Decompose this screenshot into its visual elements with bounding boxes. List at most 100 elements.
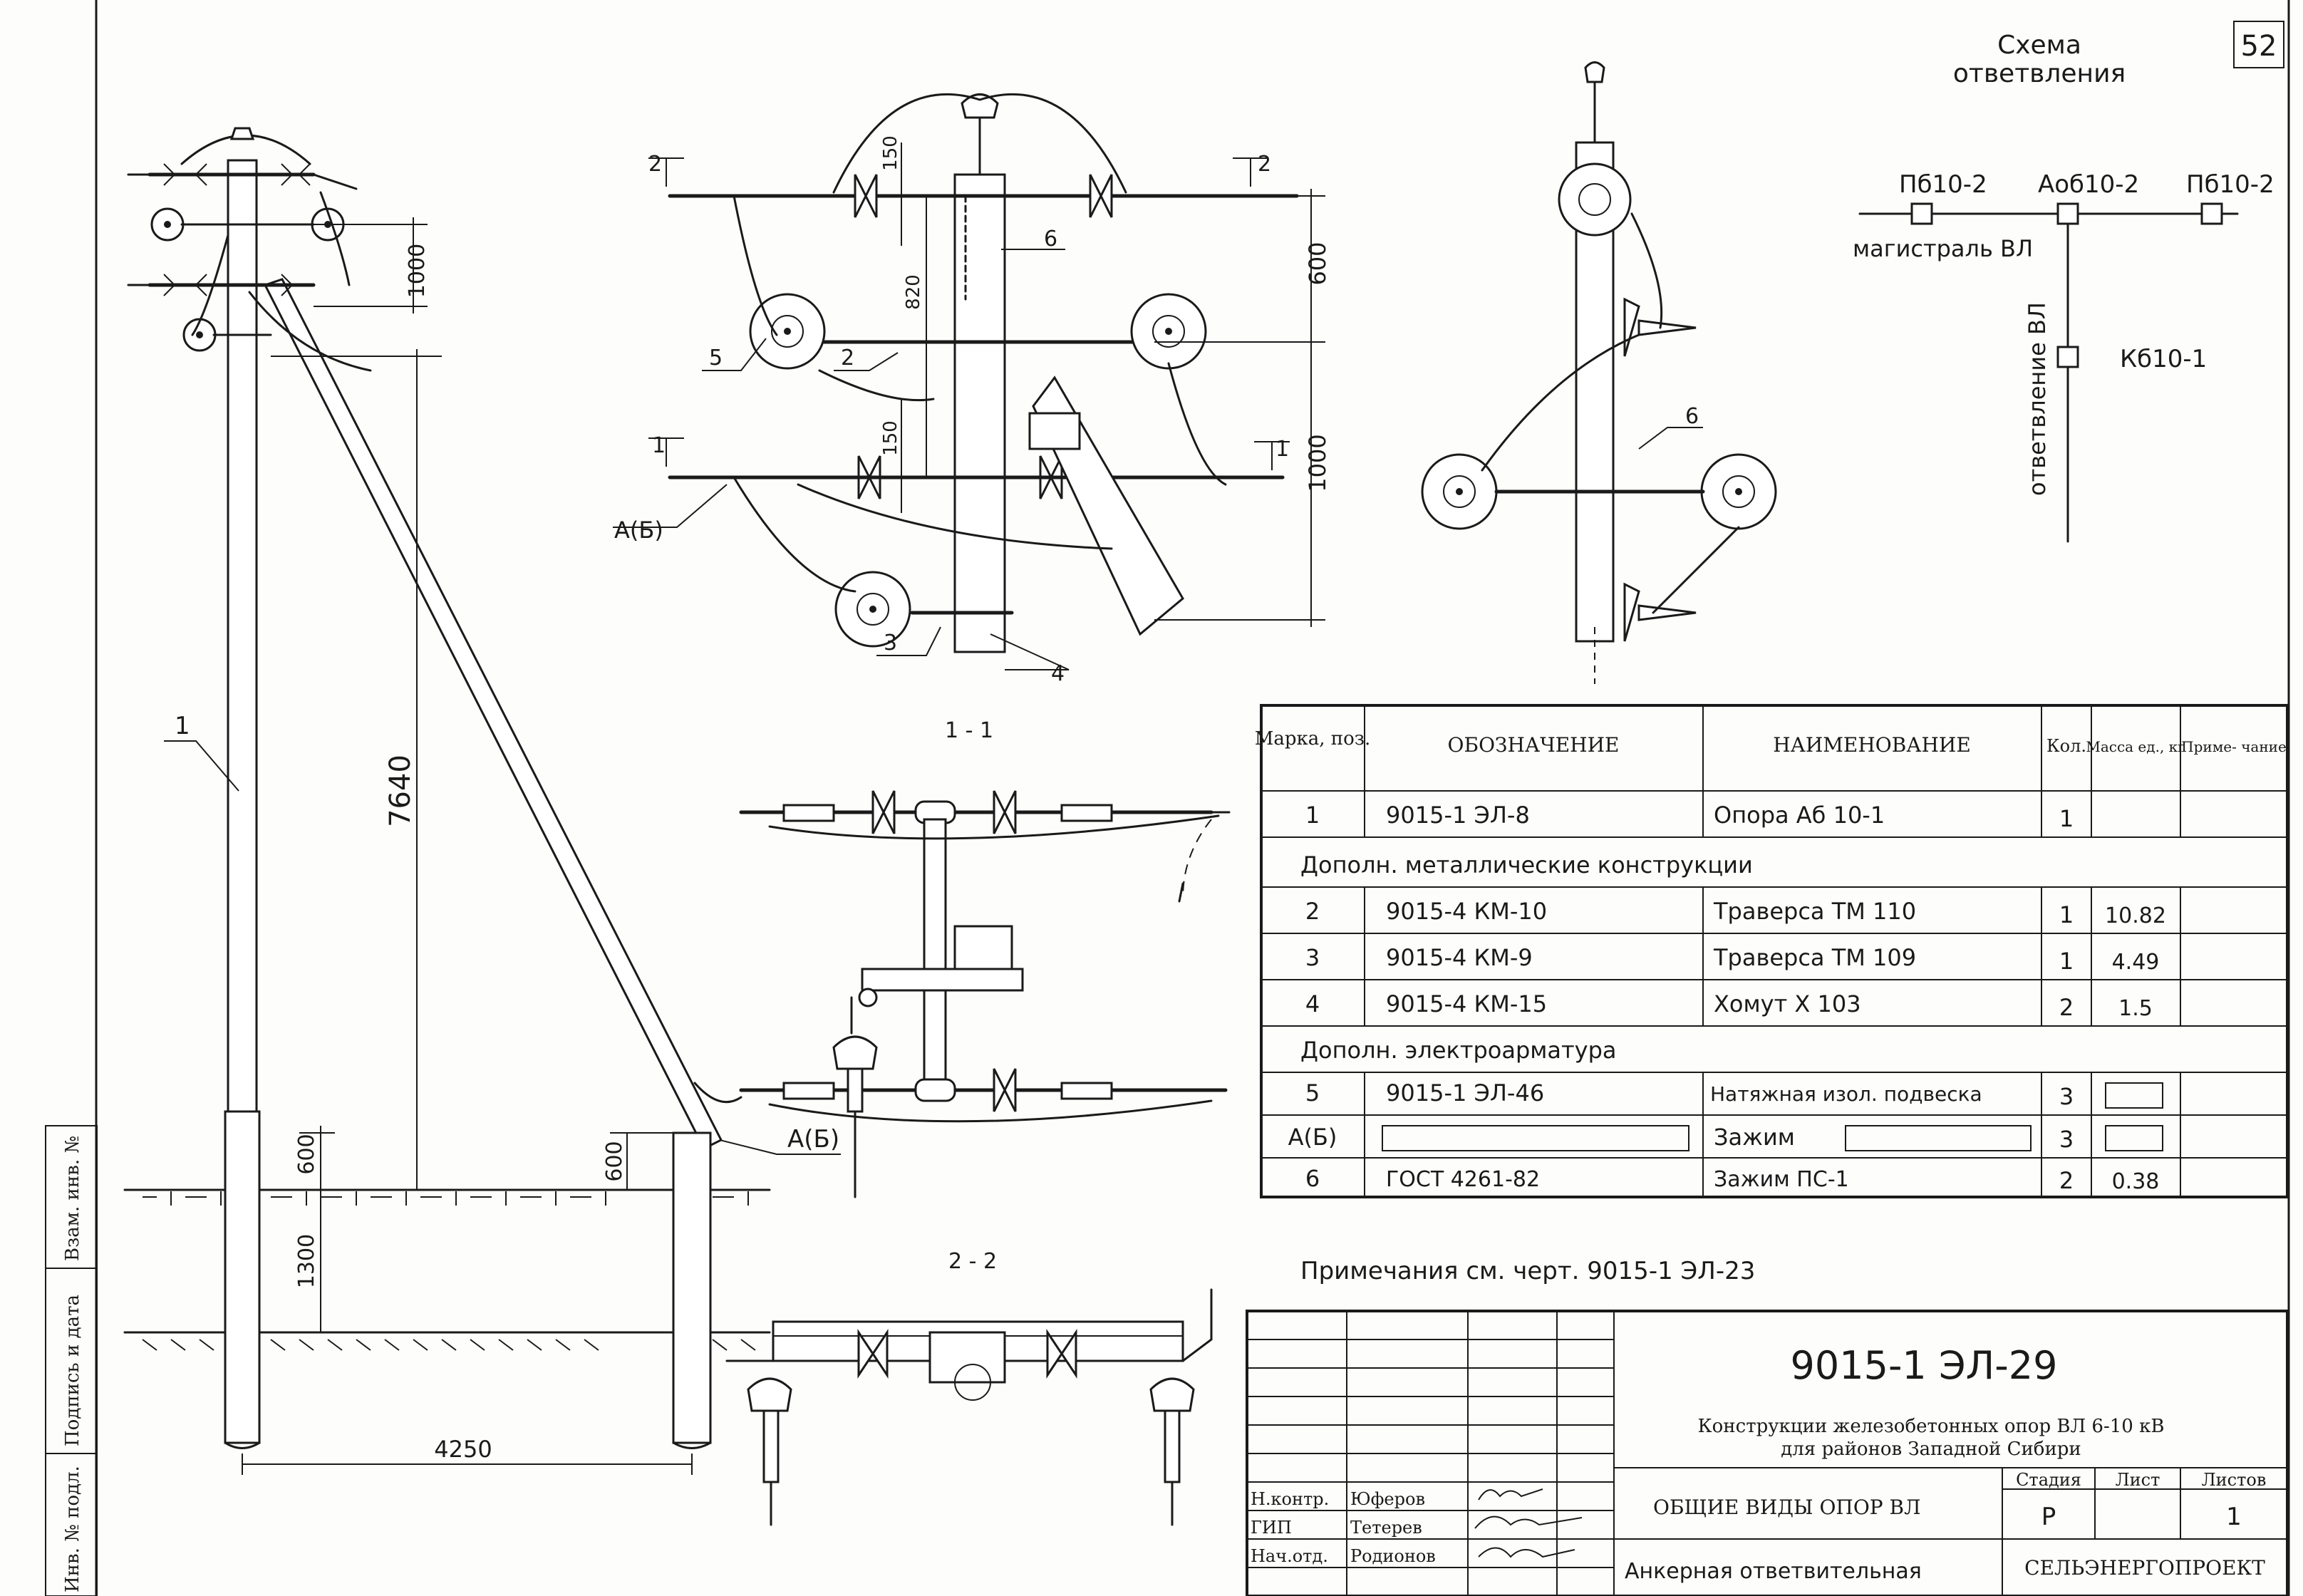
table-row-1-mark: 1: [1305, 802, 1320, 829]
table-header-mass: Масса ед., кг: [2086, 738, 2185, 755]
table-row-6-qty: 2: [2059, 1167, 2074, 1194]
title-name-2: Тетерев: [1350, 1518, 1422, 1538]
title-line-2: для районов Западной Сибири: [1781, 1439, 2081, 1460]
left-binding-strip: [45, 1125, 98, 1596]
table-row-5-designation: 9015-1 ЭЛ-46: [1386, 1079, 1544, 1107]
section-1-1-view: [739, 790, 1231, 1198]
title-drawing-name-2: Анкерная ответвительная: [1625, 1559, 1922, 1584]
table-row-6-designation: ГОСТ 4261-82: [1386, 1167, 1540, 1192]
table-header-note: Приме- чание: [2181, 738, 2287, 755]
detail-pos-4: 4: [1051, 661, 1065, 686]
scheme: Схема ответвления: [1858, 31, 2239, 543]
scheme-title-2: ответвления: [1953, 59, 2126, 88]
scheme-branch-support: Кб10-1: [2120, 345, 2207, 373]
table-row-4-mark: 4: [1305, 990, 1320, 1017]
detail-section-mark-1b: 1: [1275, 437, 1289, 462]
table-row-3-qty: 1: [2059, 948, 2074, 975]
table-row-5-qty: 3: [2059, 1083, 2074, 1110]
title-code: 9015-1 ЭЛ-29: [1791, 1343, 2058, 1388]
table-row-2-mass: 10.82: [2105, 903, 2166, 928]
dim-600-detail: 600: [1304, 242, 1331, 285]
title-sheets: 1: [2226, 1503, 2242, 1531]
table-row-1-qty: 1: [2059, 805, 2074, 832]
detail-clamp-label: А(Б): [614, 517, 663, 544]
main-clamp-label: А(Б): [787, 1125, 839, 1154]
detail-pos-6: 6: [1044, 227, 1057, 252]
ground-hatching: [142, 1191, 756, 1351]
table-row-3-designation: 9015-4 КМ-9: [1386, 944, 1533, 971]
side-view: [1421, 61, 1777, 684]
table-row-4-name: Хомут Х 103: [1714, 990, 1861, 1017]
dim-1000-detail: 1000: [1304, 434, 1331, 492]
table-row-5-mark: 5: [1305, 1079, 1320, 1107]
strip-inv-original: Инв. № подл.: [62, 1466, 83, 1592]
section-1-1-title: 1 - 1: [945, 718, 993, 743]
detail-post: [953, 173, 1006, 653]
detail-view: [613, 93, 1325, 670]
table-row-ab-mark: А(Б): [1288, 1124, 1337, 1151]
dim-600-right: 600: [602, 1141, 627, 1181]
scheme-branch-line-label: ответвление ВЛ: [2024, 302, 2051, 496]
dim-4250: 4250: [434, 1436, 492, 1463]
title-line-1: Конструкции железобетонных опор ВЛ 6-10 …: [1698, 1416, 2165, 1437]
table-row-3-mass: 4.49: [2112, 950, 2160, 975]
strip-signature-date: Подпись и дата: [62, 1295, 83, 1446]
table-group-electric: Дополн. электроарматура: [1300, 1037, 1617, 1064]
table-row-2-name: Траверса ТМ 110: [1713, 898, 1916, 925]
table-header-mark: Марка, поз.: [1255, 728, 1370, 750]
title-role-1: Н.контр.: [1251, 1489, 1329, 1509]
detail-section-mark-2b: 2: [1258, 152, 1271, 177]
table-row-3-name: Траверса ТМ 109: [1713, 944, 1916, 971]
dim-1300: 1300: [294, 1234, 319, 1288]
detail-section-mark-2a: 2: [648, 152, 662, 177]
table-row-1-designation: 9015-1 ЭЛ-8: [1386, 802, 1530, 829]
dim-820: 820: [903, 274, 924, 310]
title-sheet-header: Лист: [2116, 1470, 2160, 1490]
table-group-metal: Дополн. металлические конструкции: [1300, 851, 1753, 879]
title-stage: Р: [2041, 1503, 2056, 1531]
title-sheets-header: Листов: [2202, 1470, 2267, 1490]
title-role-2: ГИП: [1251, 1518, 1292, 1538]
table-header-designation: ОБОЗНАЧЕНИЕ: [1448, 733, 1620, 757]
main-pole-base: [224, 1110, 261, 1444]
table-row-4-mass: 1.5: [2118, 996, 2153, 1021]
title-role-3: Нач.отд.: [1251, 1546, 1328, 1566]
table-row-1-name: Опора Аб 10-1: [1714, 802, 1885, 829]
table-row-2-mark: 2: [1305, 898, 1320, 925]
title-name-3: Родионов: [1350, 1546, 1436, 1566]
table-row-3-mark: 3: [1305, 944, 1320, 971]
title-stage-header: Стадия: [2016, 1470, 2081, 1490]
table-row-4-designation: 9015-4 КМ-15: [1386, 990, 1547, 1017]
table-row-4-qty: 2: [2059, 994, 2074, 1021]
strip-replace-inv: Взам. инв. №: [62, 1136, 83, 1261]
title-drawing-name: ОБЩИЕ ВИДЫ ОПОР ВЛ: [1653, 1496, 1920, 1519]
drawing-note: Примечания см. черт. 9015-1 ЭЛ-23: [1300, 1257, 1755, 1285]
dim-150-mid: 150: [880, 420, 901, 456]
detail-pos-2: 2: [841, 346, 854, 370]
detail-pos-3: 3: [884, 631, 897, 656]
scheme-support-2: Аоб10-2: [2038, 170, 2139, 199]
table-row-6-mark: 6: [1305, 1165, 1320, 1192]
scheme-main-line-label: магистраль ВЛ: [1853, 235, 2033, 262]
section-2-2-view: [725, 1288, 1213, 1526]
title-block: [1246, 1310, 2289, 1596]
table-row-2-qty: 1: [2059, 901, 2074, 928]
table-row-5-name: Натяжная изол. подвеска: [1710, 1082, 1982, 1106]
dim-600-left: 600: [294, 1134, 319, 1174]
main-view: [123, 127, 841, 1475]
table-row-ab-qty: 3: [2059, 1126, 2074, 1153]
table-row-6-name: Зажим ПС-1: [1714, 1167, 1849, 1192]
side-pos-6: 6: [1685, 404, 1699, 429]
detail-pos-5: 5: [709, 346, 723, 370]
strut-pole-base: [672, 1131, 712, 1444]
sheet-number: 52: [2241, 30, 2277, 63]
scheme-support-3: Пб10-2: [2186, 170, 2274, 199]
scheme-title-1: Схема: [1997, 31, 2081, 60]
signatures: [1474, 1488, 1583, 1558]
title-org: СЕЛЬЭНЕРГОПРОЕКТ: [2024, 1556, 2265, 1580]
table-row-ab-name: Зажим: [1714, 1124, 1795, 1151]
main-pos-1: 1: [175, 712, 190, 740]
table-row-2-designation: 9015-4 КМ-10: [1386, 898, 1547, 925]
table-row-6-mass: 0.38: [2112, 1169, 2160, 1194]
